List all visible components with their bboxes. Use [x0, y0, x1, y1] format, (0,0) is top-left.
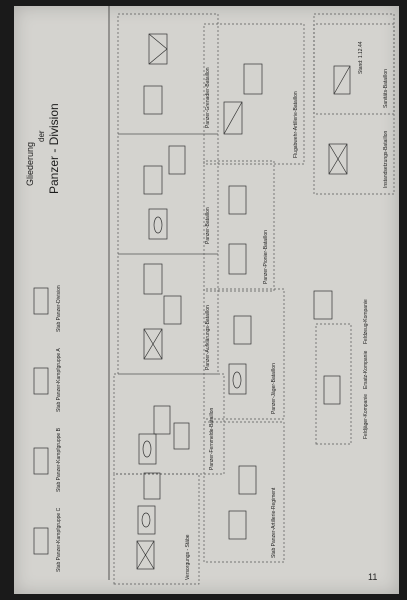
section-label-1: Panzer-Fernmelde-Bataillon: [209, 407, 215, 470]
section-label-7: Panzer-Pionier-Bataillon: [263, 230, 269, 284]
section-label-8: Flugabwehr-Artillerie-Bataillon: [293, 91, 299, 158]
heading-line-2: der: [37, 130, 46, 142]
hq-label-1: Stab Panzer-Kampfgruppe A: [56, 348, 62, 412]
company-label-2: Feldzeug-Kompanie: [363, 299, 369, 344]
company-label-0: Feldjäger-Kompanie: [363, 393, 369, 439]
heading-line-1: Gliederung: [25, 141, 35, 186]
section-label-6: Panzer-Jäger-Bataillon: [271, 363, 277, 414]
date-note: Stand: 1.12.44: [358, 41, 364, 74]
hq-label-2: Stab Panzer-Kampfgruppe B: [56, 428, 62, 492]
section-label-4: Panzer-Grenadier-Bataillon: [205, 67, 211, 128]
page-sheet: [14, 6, 399, 594]
org-chart-drawing: [33, 6, 395, 585]
section-label-0: Versorgungs - Stäbe: [185, 534, 191, 580]
section-label-3: Panzer-Bataillon: [205, 207, 211, 244]
section-label-10: Instandsetzungs-Bataillon: [383, 130, 389, 188]
org-chart-rotated: Gliederung der Panzer - Division Stab Pa…: [14, 6, 399, 594]
page-number: 11: [368, 572, 378, 582]
section-label-5: Stab Panzer-Artillerie-Regiment: [271, 487, 277, 558]
company-label-1: Ersatz-Kompanie: [363, 350, 369, 389]
section-label-2: Panzer-Aufklärungs-Bataillon: [205, 305, 211, 370]
hq-label-0: Stab Panzer-Division: [56, 285, 62, 332]
heading-line-3: Panzer - Division: [47, 103, 61, 194]
section-label-9: Sanitäts-Bataillon: [383, 69, 389, 108]
hq-label-3: Stab Panzer-Kampfgruppe C: [56, 507, 62, 572]
